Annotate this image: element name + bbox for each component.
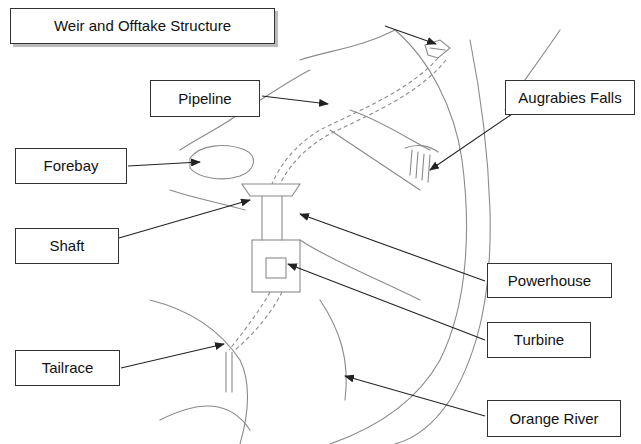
callout-box: Weir and Offtake Structure (10, 8, 275, 44)
callout-box: Pipeline (150, 80, 260, 117)
leader-line (430, 112, 515, 170)
callout-label: Powerhouse (508, 272, 591, 290)
callout-box: Forebay (15, 148, 127, 184)
callout-box: Tailrace (15, 350, 120, 386)
leader-line (288, 264, 485, 340)
leader-line (128, 162, 200, 166)
callout-box: Turbine (487, 322, 591, 358)
callout-label: Shaft (49, 237, 84, 255)
callout-label: Orange River (509, 410, 598, 428)
leader-line (300, 214, 485, 281)
callout-label: Tailrace (42, 359, 94, 377)
callout-label: Pipeline (178, 90, 231, 108)
callout-box: Shaft (15, 228, 119, 264)
callout-label: Augrabies Falls (518, 89, 621, 107)
callout-label: Weir and Offtake Structure (54, 17, 231, 35)
callout-box: Augrabies Falls (505, 80, 635, 115)
leader-line (385, 26, 436, 44)
leader-line (345, 376, 485, 416)
callout-label: Turbine (514, 331, 564, 349)
leader-line (121, 344, 224, 368)
callout-box: Orange River (487, 400, 621, 437)
leader-line (119, 200, 250, 238)
leader-line (262, 96, 328, 104)
callout-box: Powerhouse (487, 263, 612, 298)
callout-label: Forebay (43, 157, 98, 175)
